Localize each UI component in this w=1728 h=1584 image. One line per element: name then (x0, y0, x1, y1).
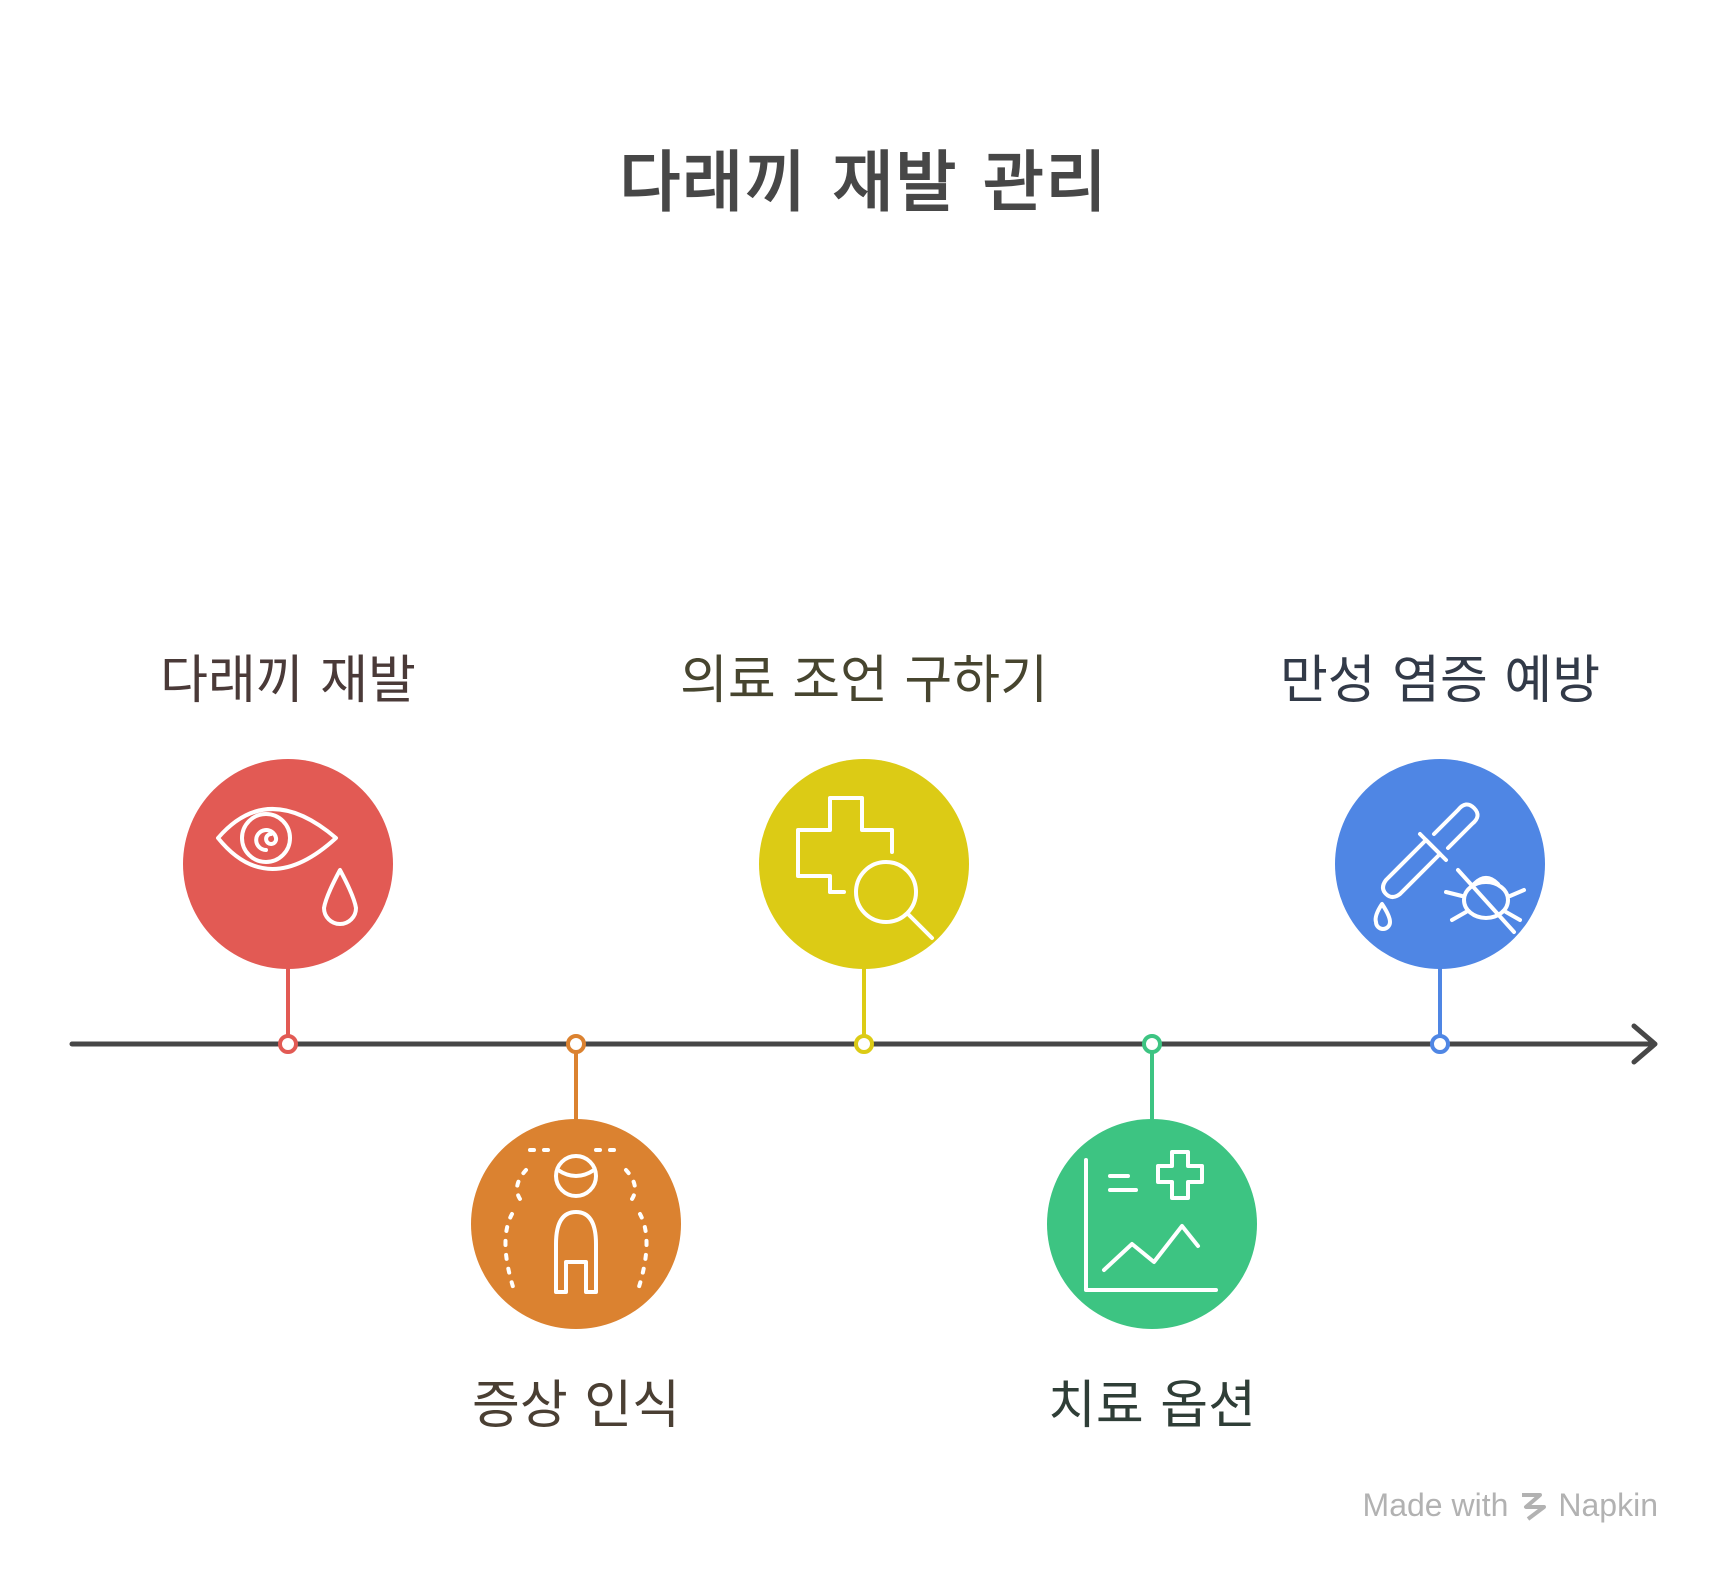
step-3-circle (759, 759, 969, 969)
timeline-arrow-icon (1631, 1023, 1658, 1065)
watermark-brand: Napkin (1558, 1487, 1658, 1523)
step-3 (759, 759, 969, 1054)
step-3-label: 의료 조언 구하기 (680, 651, 1048, 711)
watermark-made-with: Made with (1362, 1487, 1509, 1523)
napkin-watermark[interactable]: Made with Napkin (1363, 1487, 1658, 1524)
page-title: 다래끼 재발 관리 (619, 144, 1109, 221)
step-4 (1047, 1034, 1257, 1329)
teary-eye-icon (216, 807, 358, 926)
step-4-circle (1047, 1119, 1257, 1329)
dropper-bug-icon (1373, 802, 1526, 934)
step-5-marker (1430, 1034, 1450, 1054)
step-2-marker (566, 1034, 586, 1054)
step-5 (1335, 759, 1545, 1054)
step-4-marker (1142, 1034, 1162, 1054)
step-3-marker (854, 1034, 874, 1054)
step-2 (471, 1034, 681, 1329)
step-1-circle (183, 759, 393, 969)
step-2-circle (471, 1119, 681, 1329)
step-5-circle (1335, 759, 1545, 969)
step-1-marker (278, 1034, 298, 1054)
step-1-label: 다래끼 재발 (160, 651, 416, 711)
treatment-chart-icon (1084, 1150, 1218, 1292)
step-5-label: 만성 염증 예방 (1279, 651, 1601, 711)
napkin-logo-icon (1522, 1492, 1547, 1521)
step-4-label: 치료 옵션 (1048, 1376, 1256, 1436)
person-symptoms-icon (503, 1148, 649, 1294)
step-2-label: 증상 인식 (472, 1376, 680, 1436)
step-1 (183, 759, 393, 1054)
medical-search-icon (796, 796, 934, 940)
